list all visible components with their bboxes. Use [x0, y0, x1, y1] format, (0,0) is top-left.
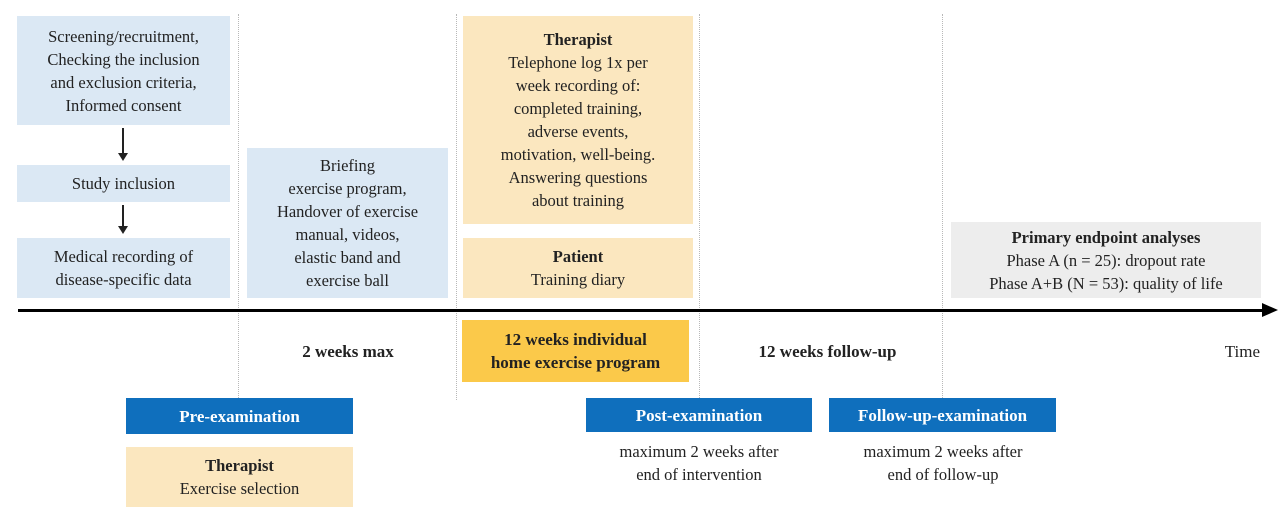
- therapist-log-line: Answering questions: [508, 168, 648, 187]
- patient-text: Training diary: [530, 270, 626, 289]
- briefing-line: elastic band and: [294, 248, 401, 267]
- therapist-log-line: completed training,: [513, 99, 643, 118]
- therapist-selection-title: Therapist: [205, 456, 274, 475]
- primary-endpoint-box: Primary endpoint analyses Phase A (n = 2…: [951, 222, 1261, 298]
- therapist-log-line: Telephone log 1x per: [508, 53, 648, 72]
- primary-endpoint-line: Phase A (n = 25): dropout rate: [1006, 250, 1206, 270]
- flow-arrow: [122, 128, 124, 154]
- screening-line: Screening/recruitment,: [48, 26, 199, 46]
- study-inclusion-label: Study inclusion: [71, 174, 176, 193]
- therapist-selection-text: Exercise selection: [179, 479, 300, 498]
- therapist-log-title: Therapist: [543, 30, 613, 49]
- time-axis: [18, 309, 1266, 312]
- follow-note-line: maximum 2 weeks after: [863, 442, 1023, 461]
- followup-label: 12 weeks follow-up: [758, 342, 897, 361]
- post-note-line: maximum 2 weeks after: [619, 442, 779, 461]
- program-line: 12 weeks individual: [504, 330, 647, 349]
- phase-divider: [238, 14, 239, 400]
- phase-divider: [456, 14, 457, 400]
- program-line: home exercise program: [490, 353, 661, 372]
- pre-examination-box: Pre-examination: [126, 398, 353, 434]
- post-examination-box: Post-examination: [586, 398, 812, 432]
- follow-note-line: end of follow-up: [887, 465, 999, 484]
- pre-examination-label: Pre-examination: [179, 406, 300, 426]
- therapist-selection-box: Therapist Exercise selection: [126, 447, 353, 507]
- primary-endpoint-title: Primary endpoint analyses: [1011, 227, 1201, 247]
- therapist-log-box: Therapist Telephone log 1x per week reco…: [463, 16, 693, 224]
- medical-line: disease-specific data: [55, 270, 192, 289]
- therapist-log-line: week recording of:: [515, 76, 641, 95]
- flow-arrow: [122, 205, 124, 227]
- screening-line: Checking the inclusion: [47, 49, 200, 69]
- primary-endpoint-line: Phase A+B (N = 53): quality of life: [989, 273, 1223, 293]
- two-weeks-label: 2 weeks max: [302, 342, 394, 361]
- time-axis-arrowhead: [1262, 303, 1278, 317]
- briefing-line: exercise ball: [306, 271, 389, 290]
- briefing-line: manual, videos,: [295, 225, 400, 244]
- followup-examination-box: Follow-up-examination: [829, 398, 1056, 432]
- briefing-box: Briefing exercise program, Handover of e…: [247, 148, 448, 298]
- medical-line: Medical recording of: [53, 247, 194, 266]
- therapist-log-line: adverse events,: [527, 122, 629, 141]
- briefing-line: Briefing: [320, 156, 375, 175]
- screening-line: and exclusion criteria,: [50, 72, 197, 92]
- medical-recording-box: Medical recording of disease-specific da…: [17, 238, 230, 298]
- screening-box: Screening/recruitment, Checking the incl…: [17, 16, 230, 125]
- followup-examination-note: maximum 2 weeks after end of follow-up: [822, 440, 1064, 486]
- phase-divider: [942, 14, 943, 400]
- patient-box: Patient Training diary: [463, 238, 693, 298]
- post-note-line: end of intervention: [636, 465, 762, 484]
- therapist-log-line: about training: [531, 191, 625, 210]
- post-examination-label: Post-examination: [635, 405, 763, 425]
- phase-divider: [699, 14, 700, 400]
- study-inclusion-box: Study inclusion: [17, 165, 230, 202]
- screening-line: Informed consent: [65, 95, 182, 115]
- therapist-log-line: motivation, well-being.: [500, 145, 656, 164]
- flow-arrow-head: [118, 226, 128, 234]
- time-label: Time: [1224, 342, 1260, 361]
- briefing-line: Handover of exercise: [276, 202, 419, 221]
- flow-arrow-head: [118, 153, 128, 161]
- briefing-line: exercise program,: [288, 179, 407, 198]
- followup-examination-label: Follow-up-examination: [857, 405, 1028, 425]
- patient-title: Patient: [552, 247, 604, 266]
- post-examination-note: maximum 2 weeks after end of interventio…: [578, 440, 820, 486]
- program-box: 12 weeks individual home exercise progra…: [462, 320, 689, 382]
